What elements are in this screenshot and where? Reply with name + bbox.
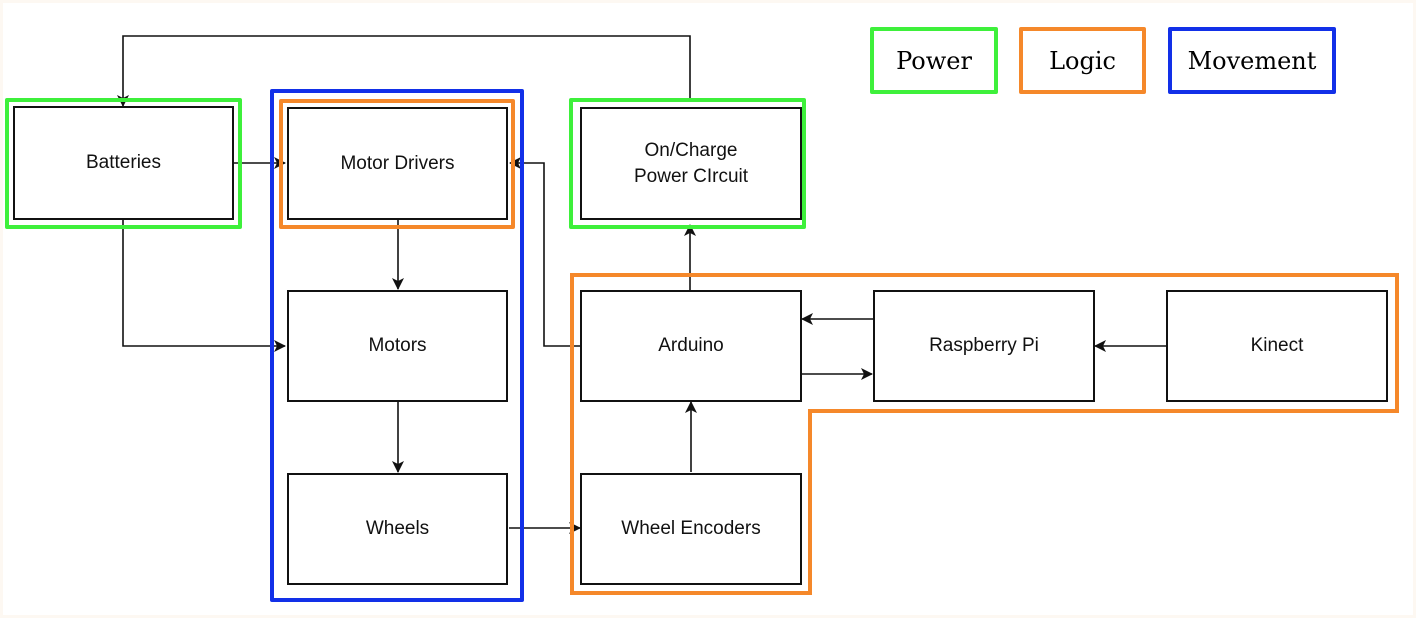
motors-node: Motors [287,290,508,402]
motor-drivers-node: Motor Drivers [287,107,508,220]
legend-power: Power [870,27,998,94]
kinect-node: Kinect [1166,290,1388,402]
legend-logic: Logic [1019,27,1146,94]
on-charge-power-circuit-node: On/Charge Power CIrcuit [580,107,802,220]
diagram-canvas: Batteries Motor Drivers On/Charge Power … [3,3,1413,615]
edge-charge-to-batteries [117,35,691,107]
raspberry-pi-node: Raspberry Pi [873,290,1095,402]
wheels-node: Wheels [287,473,508,585]
logic-group-motor-drivers [279,99,515,229]
legend-movement: Movement [1168,27,1336,94]
logic-group-main [570,273,1399,595]
power-group-charge-circuit [569,98,806,229]
power-group-batteries [5,98,242,229]
edge-batteries-to-motors [122,220,286,352]
movement-group [270,89,524,602]
edge-arduino-to-motor-drivers [509,157,581,347]
arduino-node: Arduino [580,290,802,402]
batteries-node: Batteries [13,106,234,220]
wheel-encoders-node: Wheel Encoders [580,473,802,585]
